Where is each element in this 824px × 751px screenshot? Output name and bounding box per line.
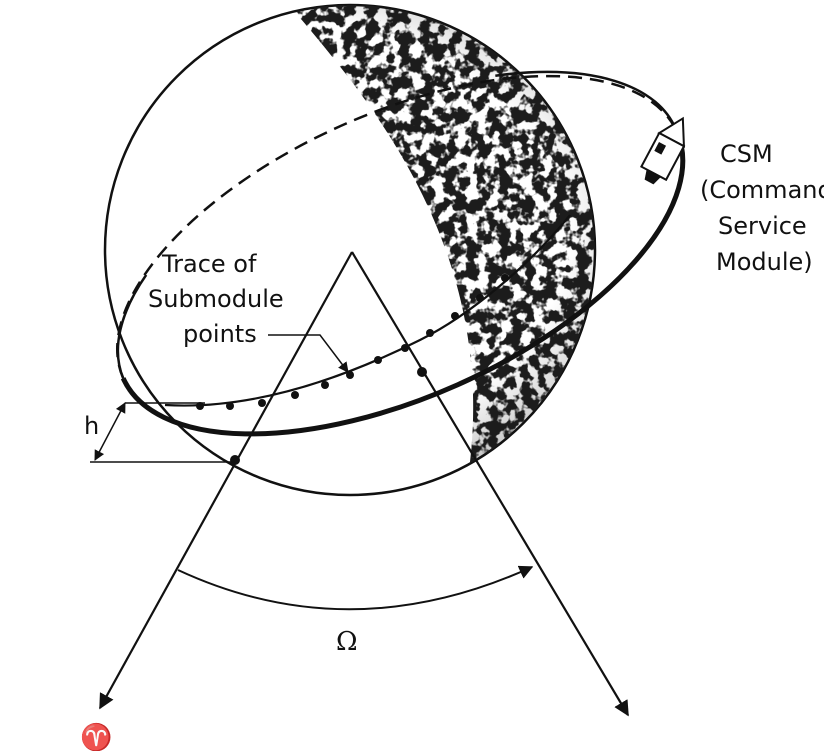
orbit-back-left bbox=[116, 274, 148, 379]
omega-arc bbox=[177, 565, 534, 611]
node-point-right bbox=[417, 367, 427, 377]
trace-label-line2: Submodule bbox=[148, 285, 284, 313]
csm-label-line4: Module) bbox=[716, 248, 813, 276]
csm-label-line1: CSM bbox=[720, 140, 773, 168]
altitude-indicator bbox=[90, 402, 235, 463]
submodule-trace bbox=[164, 214, 571, 410]
moon bbox=[103, 3, 597, 497]
trace-points bbox=[196, 274, 509, 410]
csm-label-line3: Service bbox=[718, 212, 807, 240]
node-lines bbox=[99, 251, 629, 717]
omega-label: Ω bbox=[336, 627, 358, 657]
trace-leader bbox=[268, 334, 349, 373]
altitude-label: h bbox=[84, 412, 99, 440]
orbit-front bbox=[120, 130, 686, 437]
trace-label-line3: points bbox=[183, 320, 257, 348]
line-to-ascending-node bbox=[351, 251, 629, 717]
csm-orbit bbox=[116, 70, 686, 437]
node-point-left bbox=[230, 455, 240, 465]
csm-label: CSM (Command Service Module) bbox=[700, 140, 824, 276]
csm-label-line2: (Command bbox=[700, 176, 824, 204]
vernal-equinox-symbol: ♈ bbox=[80, 722, 112, 751]
trace-label-line1: Trace of bbox=[161, 250, 257, 278]
orbit-back-right bbox=[495, 70, 678, 133]
trace-label: Trace of Submodule points bbox=[148, 250, 284, 348]
csm-spacecraft-icon bbox=[640, 116, 686, 185]
line-to-vernal-equinox bbox=[99, 251, 353, 710]
